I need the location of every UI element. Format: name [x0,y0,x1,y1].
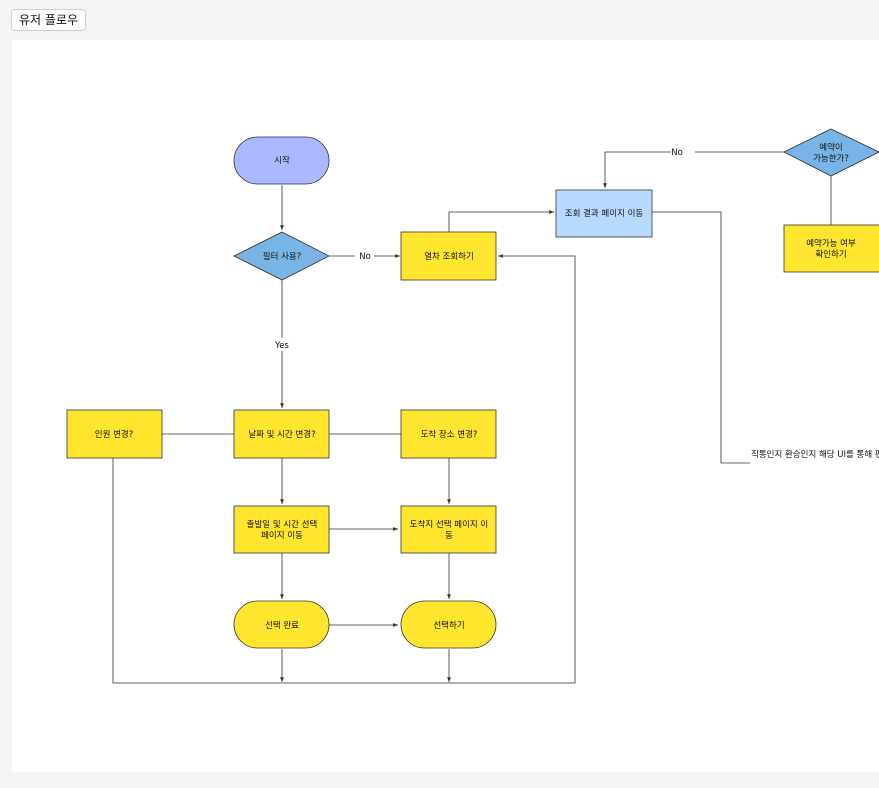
node-select-action-label: 선택하기 [433,620,464,631]
edge-reservable-no-left [603,151,671,188]
connectors [112,151,833,684]
node-check-label-2: 확인하기 [815,249,846,260]
node-arrival-change[interactable] [400,409,497,459]
node-arrival-page-label-2: 동 [445,531,453,541]
node-check-label-1: 예약가능 여부 [806,238,856,249]
label-yes-date: Yes [274,341,289,351]
node-arrival-label: 도착 장소 변경? [421,429,478,440]
node-filter-decision[interactable] [233,231,330,281]
label-no-reservable: No [671,148,683,158]
node-results-page[interactable] [555,189,653,238]
node-select-action[interactable] [400,600,497,649]
node-reservable-label-1: 예약이 [819,142,842,153]
node-arrival-page[interactable] [400,505,497,554]
node-check-availability[interactable] [783,224,879,273]
node-date-page-label-2: 페이지 이동 [261,530,303,541]
node-people-change[interactable] [66,409,163,459]
node-start[interactable] [233,136,330,185]
node-people-label: 인원 변경? [95,429,134,440]
node-search-label: 열차 조회하기 [424,251,474,262]
node-reservable-label-2: 가능한가? [813,154,849,164]
node-select-done-label: 선택 완료 [265,620,299,631]
edge-loop-back [112,254,576,684]
edge-search-results [448,210,554,232]
node-results-label: 조회 결과 페이지 이동 [565,208,644,219]
node-arrival-page-label-1: 도착지 선택 페이지 이 [410,519,489,530]
node-start-label: 시작 [274,155,290,166]
node-date-label: 날짜 및 시간 변경? [248,429,315,440]
node-date-page[interactable] [233,505,330,554]
node-search-train[interactable] [400,231,497,281]
flowchart: No Yes No 직통인지 환승인지 해당 UI를 통해 편 시작 필터 사용… [66,128,879,684]
diagram-canvas: No Yes No 직통인지 환승인지 해당 UI를 통해 편 시작 필터 사용… [12,40,879,772]
node-select-done[interactable] [233,600,330,649]
node-date-page-label-1: 출발일 및 시간 선택 [247,519,318,530]
tab-user-flow[interactable]: 유저 플로우 [11,9,87,31]
node-date-change[interactable] [233,409,330,459]
node-reservable-decision[interactable] [783,128,879,177]
label-no-search: No [359,252,371,262]
node-filter-label: 필터 사용? [263,251,302,262]
label-transfer-note: 직통인지 환승인지 해당 UI를 통해 편 [751,449,879,460]
edge-results-transfer [652,211,750,464]
